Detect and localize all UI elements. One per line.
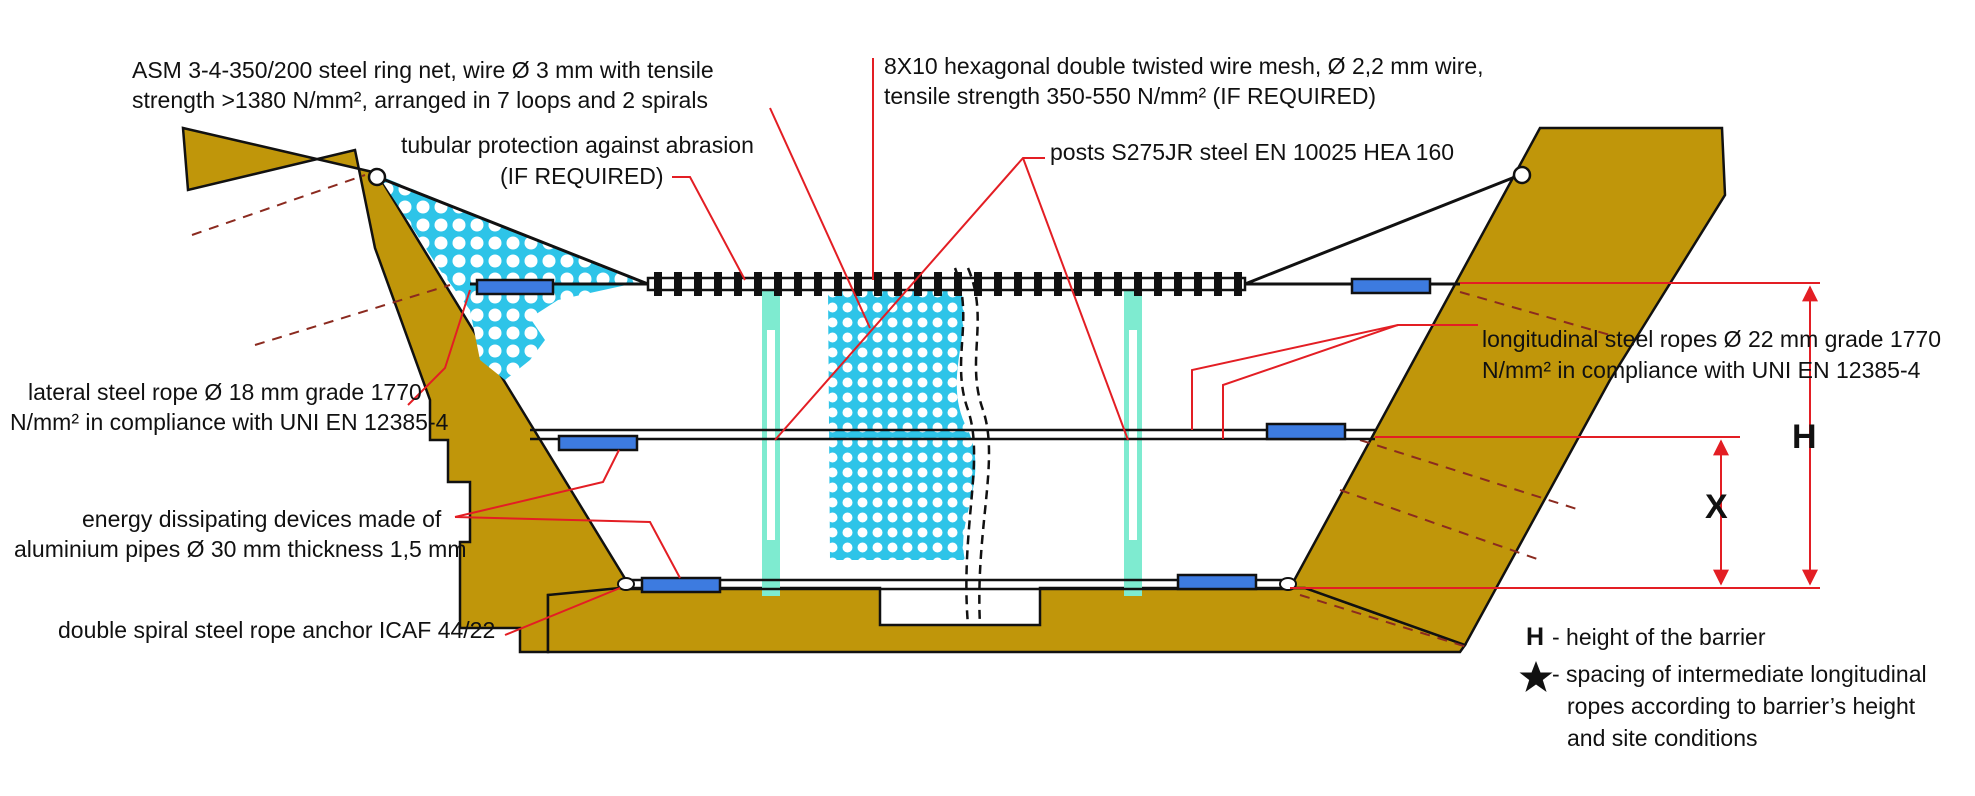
anchor-dash	[254, 284, 451, 346]
leader-anchor	[504, 587, 621, 636]
shackle-right	[1512, 165, 1532, 185]
energy-dissipator	[1350, 277, 1432, 295]
legend-star-text: and site conditions	[1567, 725, 1758, 751]
label-anchor: double spiral steel rope anchor ICAF 44/…	[58, 617, 495, 643]
break-line	[953, 267, 976, 626]
label-tubular: (IF REQUIRED)	[500, 163, 664, 189]
tubular-segment	[1154, 272, 1162, 296]
anchor-dash	[1299, 594, 1471, 649]
hexagonal-mesh	[828, 288, 976, 560]
label-hex-mesh: 8X10 hexagonal double twisted wire mesh,…	[884, 53, 1484, 79]
label-tubular: tubular protection against abrasion	[401, 132, 754, 158]
leader-posts	[1022, 157, 1129, 441]
tubular-segment	[1234, 272, 1242, 296]
anchor-dash	[1459, 291, 1611, 336]
tubular-segment	[894, 272, 902, 296]
break-line	[966, 267, 991, 626]
x-dimension-label: X	[1705, 488, 1728, 526]
tubular-segment	[1194, 272, 1202, 296]
shackle-left	[367, 167, 387, 187]
energy-dissipator	[1176, 573, 1258, 591]
tubular-segment	[1054, 272, 1062, 296]
leader-tubular	[672, 176, 746, 281]
leader-energy	[454, 516, 681, 579]
right-bank	[1287, 126, 1727, 647]
tubular-segment	[954, 272, 962, 296]
label-posts: posts S275JR steel EN 10025 HEA 160	[1050, 139, 1454, 165]
tubular-segment	[1114, 272, 1122, 296]
tubular-segment	[734, 272, 742, 296]
label-longitudinal: longitudinal steel ropes Ø 22 mm grade 1…	[1482, 326, 1941, 352]
tubular-segment	[1014, 272, 1022, 296]
tubular-segment	[834, 272, 842, 296]
ring-net-slope	[378, 175, 640, 380]
tubular-protection	[646, 272, 1247, 296]
tubular-segment	[994, 272, 1002, 296]
label-lateral: N/mm² in compliance with UNI EN 12385-4	[10, 409, 449, 435]
anchor-loop-left	[617, 577, 635, 591]
tubular-segment	[974, 272, 982, 296]
tubular-segment	[774, 272, 782, 296]
post-right	[1124, 288, 1142, 596]
tubular-segment	[874, 272, 882, 296]
tubular-segment	[934, 272, 942, 296]
energy-dissipator	[475, 278, 555, 296]
tubular-segment	[1174, 272, 1182, 296]
label-ring-net: strength >1380 N/mm², arranged in 7 loop…	[132, 87, 708, 113]
anchor-dash	[191, 174, 366, 236]
tubular-segment	[1214, 272, 1222, 296]
leader-longitudinal	[1222, 324, 1399, 439]
legend-h-key: H	[1526, 623, 1544, 651]
tubular-segment	[814, 272, 822, 296]
tubular-segment	[654, 272, 662, 296]
leader-energy	[454, 449, 620, 518]
legend-h-text: - height of the barrier	[1552, 624, 1766, 650]
energy-dissipator	[640, 576, 722, 594]
h-dimension-label: H	[1792, 418, 1817, 456]
tubular-segment	[754, 272, 762, 296]
tubular-segment	[794, 272, 802, 296]
label-longitudinal: N/mm² in compliance with UNI EN 12385-4	[1482, 357, 1921, 383]
leader-ring-net	[769, 107, 871, 329]
tubular-segment	[1094, 272, 1102, 296]
channel-floor	[546, 586, 1467, 654]
legend: H - height of the barrier - spacing of i…	[1519, 623, 1927, 751]
tubular-segment	[1134, 272, 1142, 296]
tubular-segment	[694, 272, 702, 296]
label-lateral: lateral steel rope Ø 18 mm grade 1770	[28, 379, 422, 405]
leader-longitudinal	[1191, 324, 1478, 430]
tubular-segment	[714, 272, 722, 296]
energy-dissipator	[1265, 422, 1347, 441]
legend-star-text: ropes according to barrier’s height	[1567, 693, 1916, 719]
tubular-segment	[1074, 272, 1082, 296]
anchor-dash	[1359, 439, 1581, 511]
energy-dissipator	[557, 434, 639, 452]
tubular-segment	[1034, 272, 1042, 296]
tubular-segment	[674, 272, 682, 296]
annotations: ASM 3-4-350/200 steel ring net, wire Ø 3…	[10, 53, 1941, 643]
legend-star-text: - spacing of intermediate longitudinal	[1552, 661, 1927, 687]
leader-lateral	[407, 289, 471, 406]
label-energy: aluminium pipes Ø 30 mm thickness 1,5 mm	[14, 536, 467, 562]
label-ring-net: ASM 3-4-350/200 steel ring net, wire Ø 3…	[132, 57, 714, 83]
tubular-segment	[854, 272, 862, 296]
star-icon	[1519, 661, 1553, 692]
label-energy: energy dissipating devices made of	[82, 506, 442, 532]
lateral-rope-right	[1244, 173, 1521, 286]
post-left	[762, 288, 780, 596]
tubular-segment	[914, 272, 922, 296]
lateral-rope-left	[379, 176, 649, 286]
label-hex-mesh: tensile strength 350-550 N/mm² (IF REQUI…	[884, 83, 1376, 109]
